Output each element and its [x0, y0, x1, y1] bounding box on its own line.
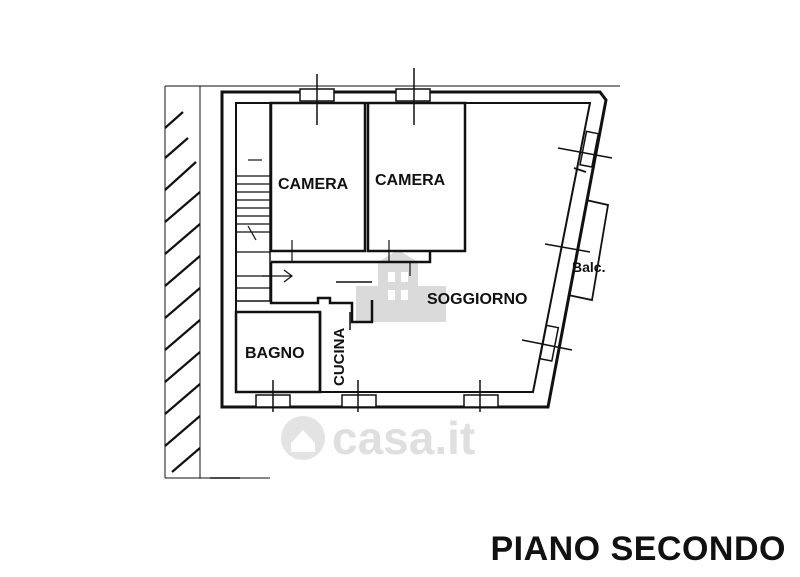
room-label-camera-1: CAMERA	[278, 176, 349, 193]
hatched-area	[164, 111, 201, 473]
balcony	[567, 167, 610, 302]
house-logo-icon	[281, 416, 325, 460]
watermark: casa.it	[281, 250, 475, 464]
door-marks	[291, 240, 411, 276]
watermark-text: casa.it	[332, 412, 475, 464]
floor-title: PIANO SECONDO	[490, 530, 786, 568]
room-label-cucina: CUCINA	[331, 328, 348, 386]
room-label-bagno: BAGNO	[245, 345, 305, 362]
room-label-balcone: Balc.	[572, 259, 605, 275]
room-label-soggiorno: SOGGIORNO	[427, 291, 527, 308]
room-label-camera-2: CAMERA	[375, 172, 446, 189]
staircase	[235, 102, 293, 302]
interior-walls	[234, 101, 467, 394]
windows	[255, 68, 613, 412]
